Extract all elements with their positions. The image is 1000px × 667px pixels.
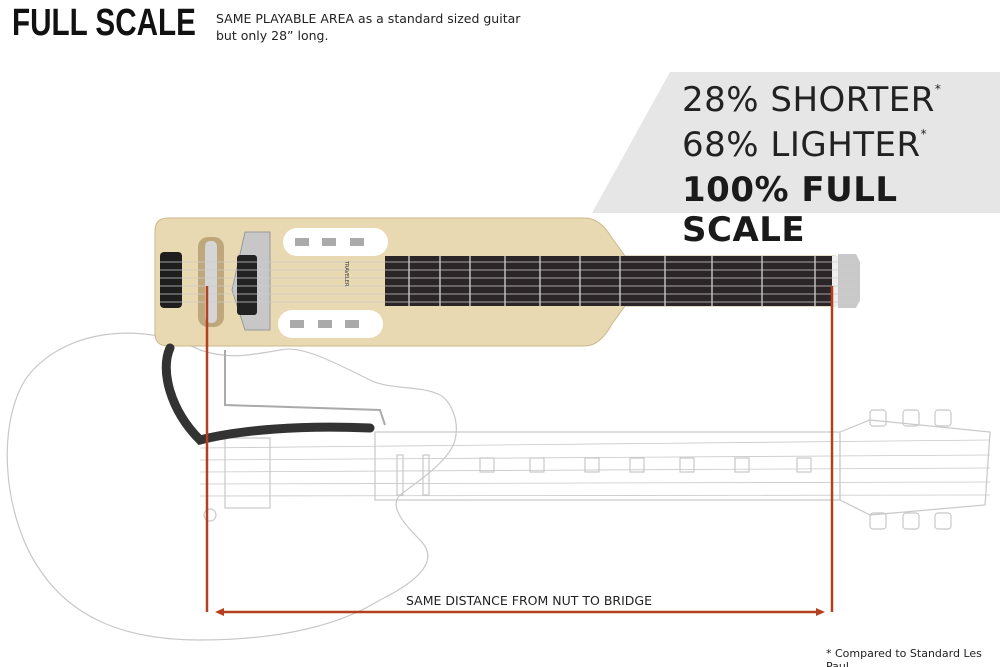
fretboard	[385, 256, 835, 306]
subtitle-line-1: SAME PLAYABLE AREA as a standard sized g…	[216, 11, 521, 26]
footnote: * Compared to Standard Les Paul	[826, 647, 982, 667]
les-paul-outline	[6, 332, 991, 641]
page-title: FULL SCALE	[12, 2, 196, 44]
logo: TRAVELER	[343, 260, 349, 287]
subtitle: SAME PLAYABLE AREA as a standard sized g…	[216, 10, 520, 44]
measurement-lines	[205, 286, 834, 616]
claims-banner	[592, 72, 1000, 213]
claim-full-scale: 100% FULL SCALE	[682, 170, 898, 250]
traveler-guitar: TRAVELER	[154, 217, 860, 445]
claim-shorter: 28% SHORTER*	[682, 80, 942, 120]
subtitle-line-2: but only 28” long.	[216, 28, 329, 43]
claim-lighter: 68% LIGHTER*	[682, 125, 928, 165]
measurement-label: SAME DISTANCE FROM NUT TO BRIDGE	[406, 593, 652, 608]
